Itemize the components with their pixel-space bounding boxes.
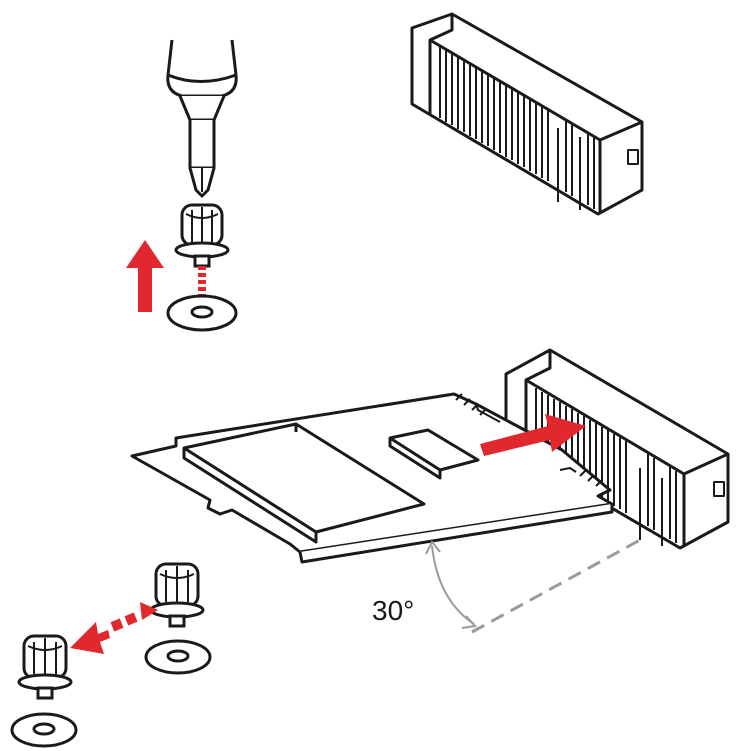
washer-icon xyxy=(10,712,78,748)
arrow-up-icon xyxy=(126,240,164,312)
m2-ssd-card-icon xyxy=(130,392,614,564)
angle-guide xyxy=(425,538,641,634)
washer-icon xyxy=(144,639,212,675)
standoff-screw-icon xyxy=(17,634,73,700)
standoff-screw-icon xyxy=(174,203,230,268)
arrow-relocate-icon xyxy=(70,602,158,654)
screwdriver-icon xyxy=(166,39,238,198)
angle-label: 30° xyxy=(372,595,414,626)
card-gold-fingers xyxy=(455,393,603,487)
connector-pins xyxy=(439,46,595,209)
washer-icon xyxy=(166,294,238,332)
arrow-insert-icon xyxy=(480,414,586,456)
standoff-screw-icon xyxy=(149,562,205,628)
